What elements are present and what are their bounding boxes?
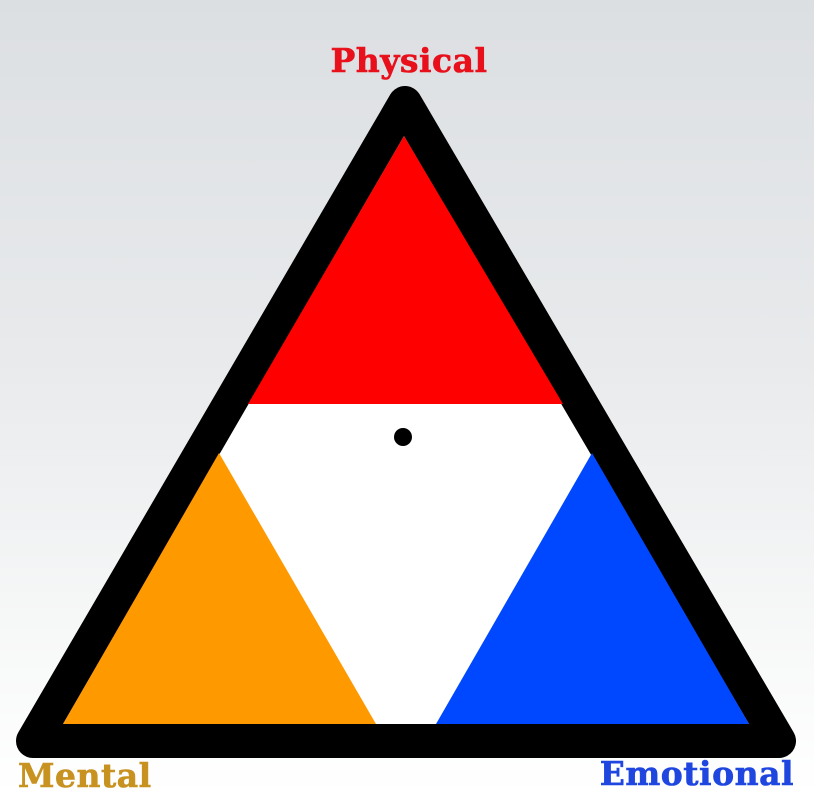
physical-section [248, 136, 563, 404]
emotional-label: Emotional [599, 754, 794, 793]
emotional-section [436, 453, 749, 724]
mental-label: Mental [18, 756, 152, 795]
physical-label: Physical [330, 41, 488, 80]
position-marker [394, 428, 412, 446]
mental-section [63, 453, 376, 724]
